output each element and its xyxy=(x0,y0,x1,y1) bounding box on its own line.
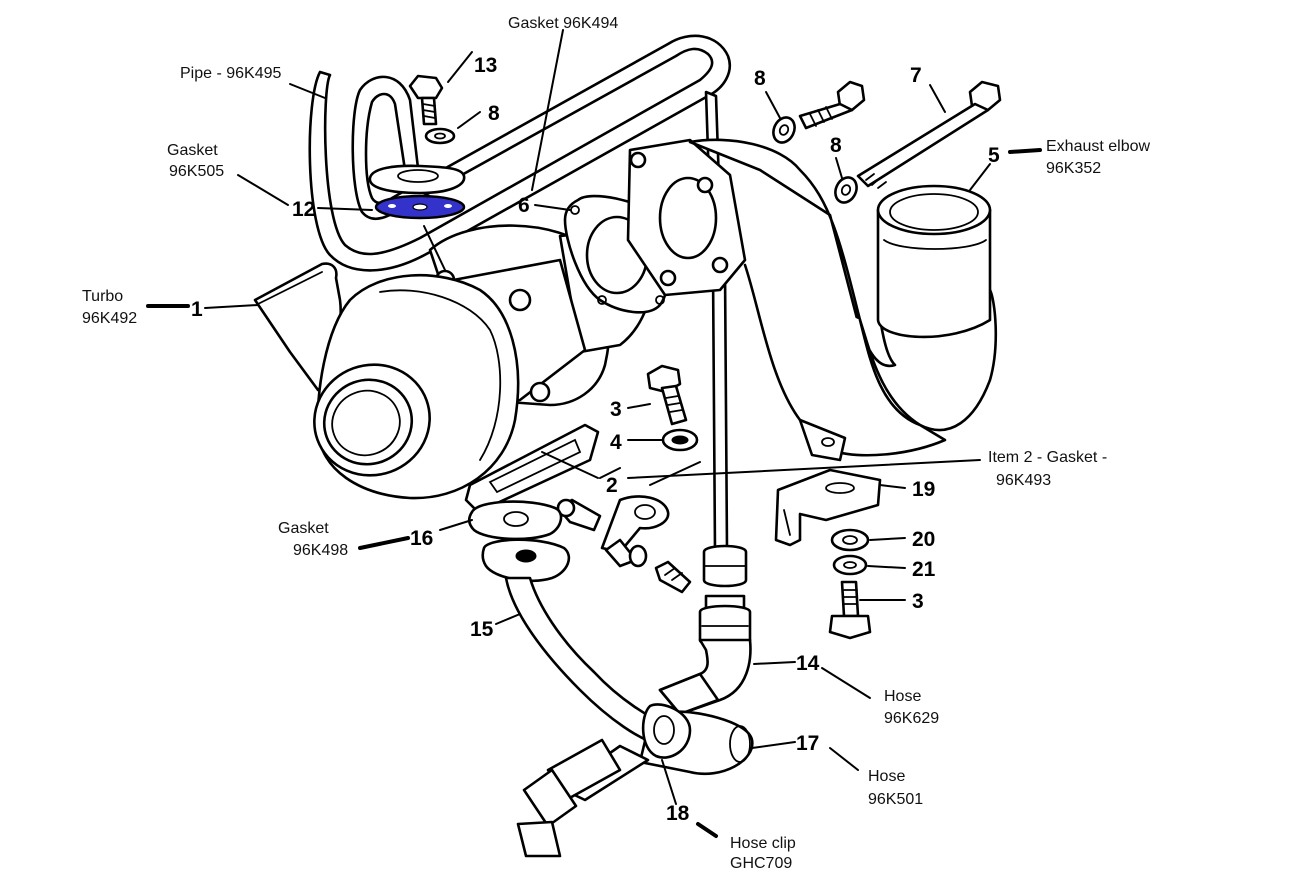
part-labels: Gasket 96K494 Pipe - 96K495 Gasket 96K50… xyxy=(82,15,1151,872)
label-hose-96k629-2: 96K629 xyxy=(884,710,939,727)
callout-5: 5 xyxy=(988,144,1000,167)
callout-7: 7 xyxy=(910,64,922,87)
label-gasket-96k505-1: Gasket xyxy=(167,142,218,159)
drain-pipe-15 xyxy=(481,538,674,747)
callout-19: 19 xyxy=(912,478,935,501)
washer-4 xyxy=(661,428,699,452)
callout-13: 13 xyxy=(474,54,497,77)
bolt-3-upper xyxy=(646,364,688,426)
callout-numbers: 13 8 12 1 6 8 7 8 5 3 4 2 19 16 20 21 3 … xyxy=(191,54,1000,825)
label-turbo-2: 96K492 xyxy=(82,310,137,327)
label-hose-96k501-1: Hose xyxy=(868,768,905,785)
callout-14: 14 xyxy=(796,652,820,675)
bracket-19 xyxy=(774,468,882,547)
callout-17: 17 xyxy=(796,732,819,755)
label-gasket-96k498-1: Gasket xyxy=(278,520,329,537)
callout-8-top: 8 xyxy=(488,102,500,125)
leader-lines xyxy=(146,29,1042,838)
callout-6: 6 xyxy=(518,194,530,217)
label-hose-clip-1: Hose clip xyxy=(730,835,796,852)
callout-3-lower: 3 xyxy=(912,590,924,613)
label-pipe-96k495: Pipe - 96K495 xyxy=(180,65,282,82)
washer-8-top xyxy=(424,127,456,145)
washer-8-right xyxy=(834,176,858,204)
hose-fittings xyxy=(516,544,754,858)
pipe-flange xyxy=(368,164,466,195)
callout-8-mid: 8 xyxy=(754,67,766,90)
callout-4: 4 xyxy=(610,431,622,454)
bolt-7 xyxy=(856,80,1002,189)
label-gasket-96k494: Gasket 96K494 xyxy=(508,15,618,32)
label-hose-96k501-2: 96K501 xyxy=(868,791,923,808)
label-gasket-96k505-2: 96K505 xyxy=(169,163,224,180)
callout-2: 2 xyxy=(606,474,618,497)
callout-21: 21 xyxy=(912,558,936,581)
label-exhaust-elbow-2: 96K352 xyxy=(1046,160,1101,177)
exhaust-elbow xyxy=(626,138,998,462)
callout-18: 18 xyxy=(666,802,690,825)
label-hose-96k629-1: Hose xyxy=(884,688,921,705)
label-exhaust-elbow-1: Exhaust elbow xyxy=(1046,138,1151,155)
callout-15: 15 xyxy=(470,618,494,641)
bolt-3-lower xyxy=(828,580,872,640)
callout-8-right: 8 xyxy=(830,134,842,157)
washer-8-middle xyxy=(772,116,796,144)
label-item2-2: 96K493 xyxy=(996,472,1051,489)
gasket-96k505-highlight xyxy=(374,194,466,220)
label-hose-clip-2: GHC709 xyxy=(730,855,792,872)
callout-16: 16 xyxy=(410,527,433,550)
label-item2-1: Item 2 - Gasket - xyxy=(988,449,1107,466)
bolt-13 xyxy=(408,74,444,126)
label-gasket-96k498-2: 96K498 xyxy=(293,542,348,559)
callout-20: 20 xyxy=(912,528,935,551)
clip-and-stud xyxy=(556,495,692,594)
callout-3-upper: 3 xyxy=(610,398,622,421)
washer-21 xyxy=(832,554,868,576)
bolt-8-top xyxy=(798,80,866,130)
gasket-96k498 xyxy=(467,500,563,541)
callout-1: 1 xyxy=(191,298,203,321)
washer-20 xyxy=(830,528,870,552)
callout-12: 12 xyxy=(292,198,315,221)
label-turbo-1: Turbo xyxy=(82,288,123,305)
